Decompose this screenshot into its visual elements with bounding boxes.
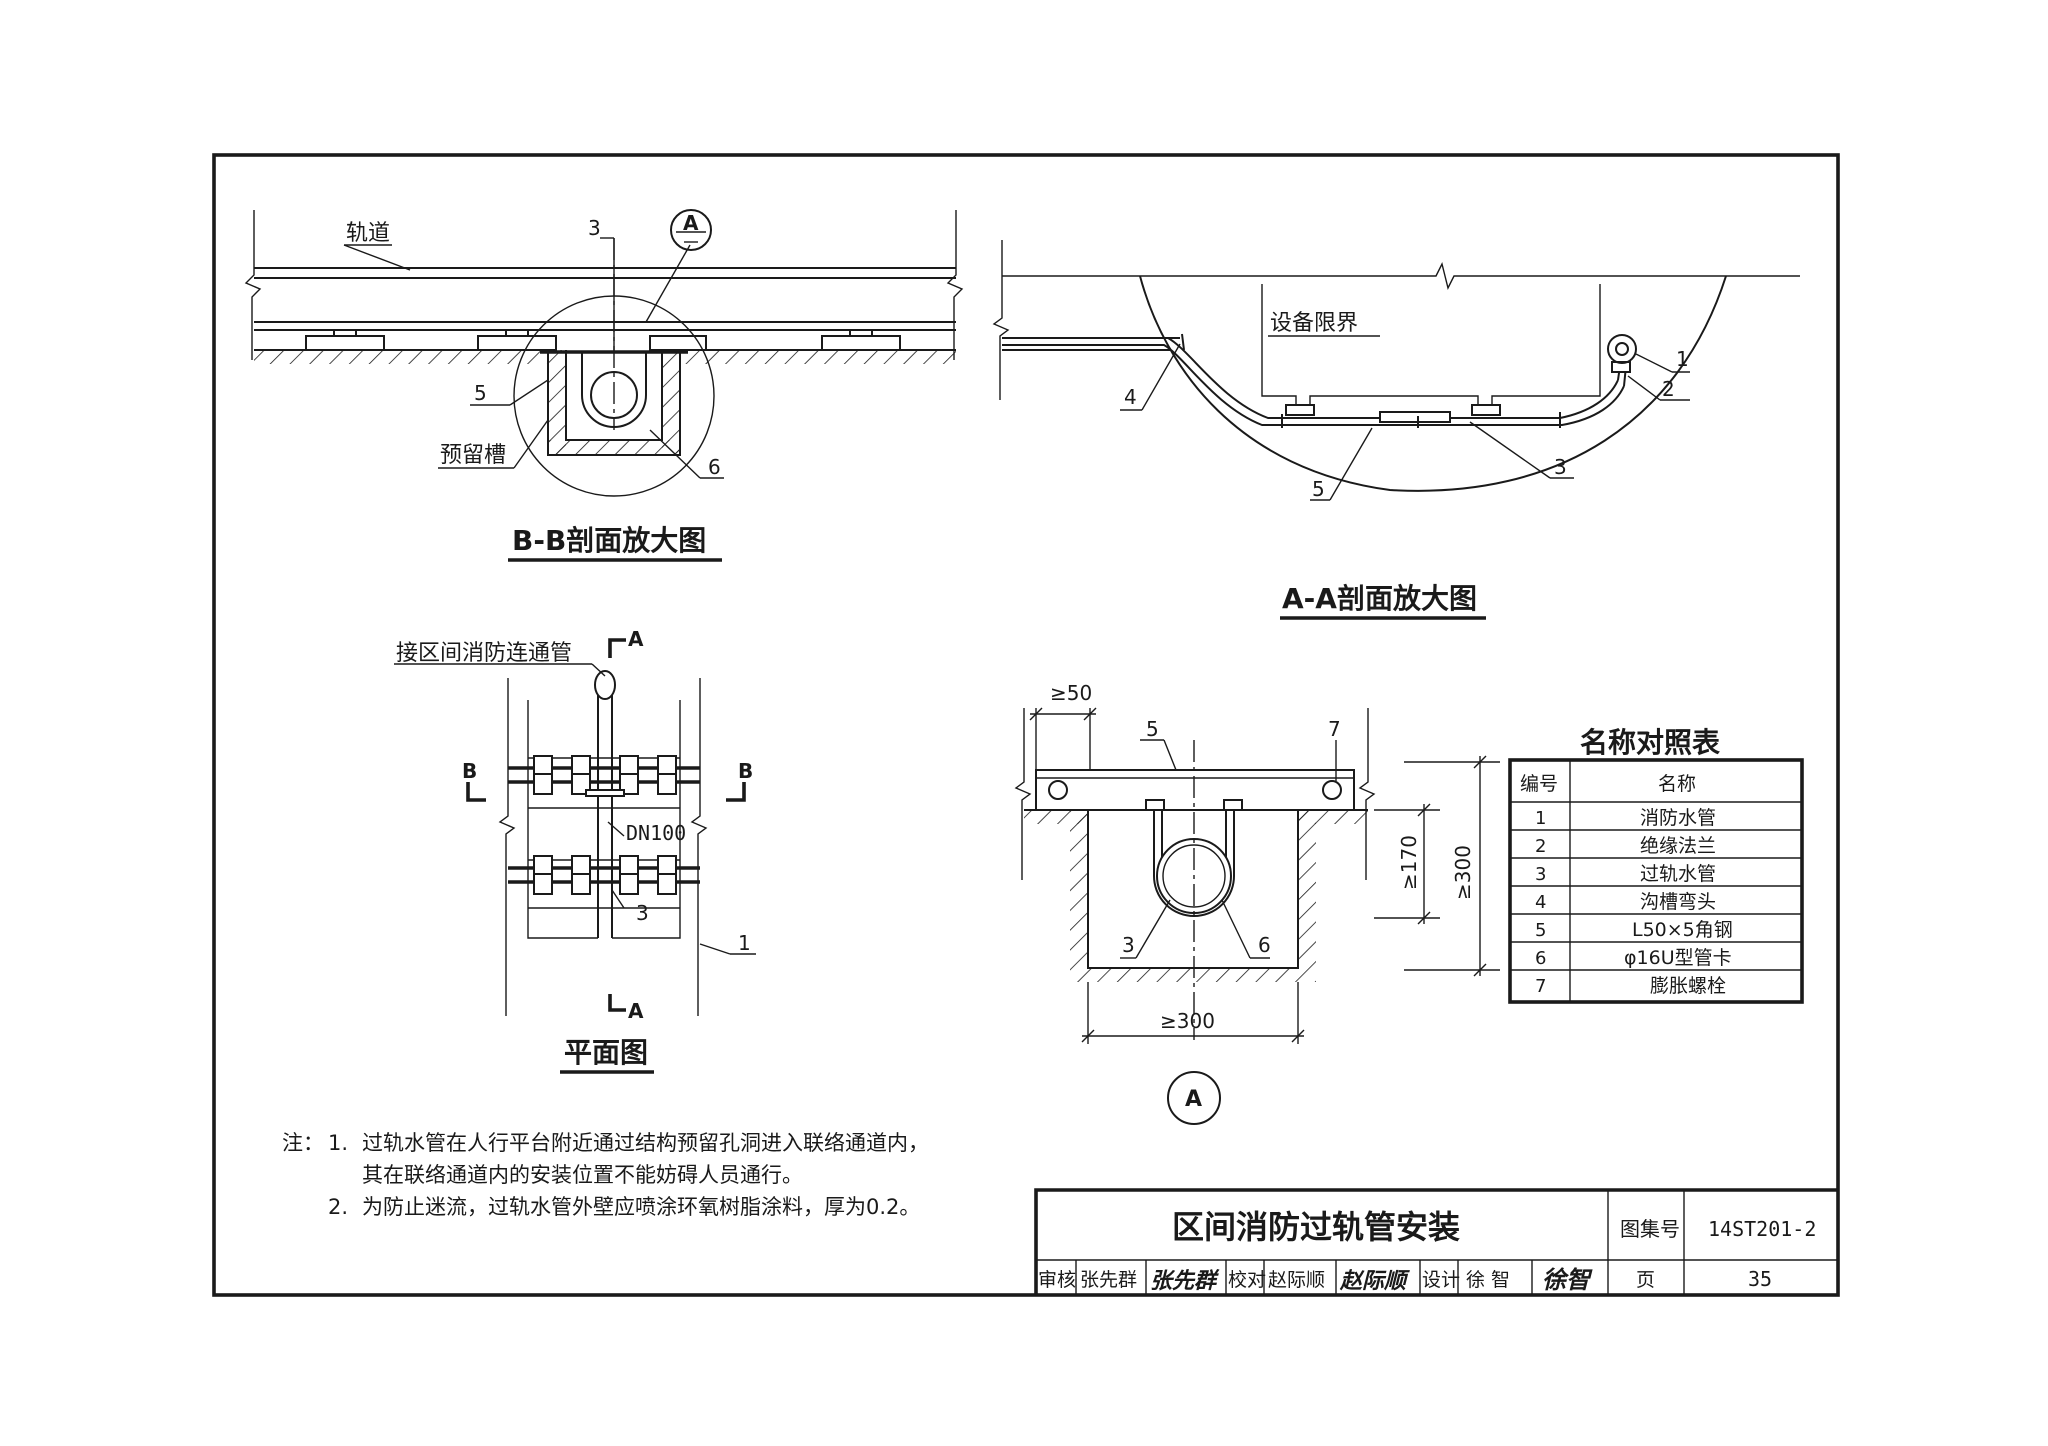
plan-dn-label: DN100 (626, 821, 686, 845)
page-label: 页 (1636, 1269, 1655, 1291)
notes-block: 注： 1. 过轨水管在人行平台附近通过结构预留孔洞进入联络通道内， 其在联络通道… (282, 1131, 929, 1219)
aa-clearance-label: 设备限界 (1270, 311, 1358, 336)
bb-track-label: 轨道 (346, 221, 390, 246)
page-number: 35 (1748, 1267, 1772, 1291)
aa-callout-3: 3 (1554, 455, 1567, 479)
legend-row-1-name: 消防水管 (1640, 807, 1716, 829)
legend-row-4-no: 4 (1535, 892, 1546, 913)
legend-row-2-no: 2 (1535, 836, 1546, 857)
aa-callout-2: 2 (1662, 377, 1675, 401)
plan-cut-b-left: B (462, 759, 477, 783)
legend-header-no: 编号 (1520, 773, 1558, 795)
note-2-number: 2. (328, 1195, 348, 1219)
atlas-label: 图集号 (1620, 1217, 1680, 1241)
bb-section-title: B-B剖面放大图 (512, 524, 706, 557)
detail-a-view: ≥50 ≥300 ≥170 ≥300 5 7 3 6 A (1014, 681, 1500, 1125)
legend-row-3-name: 过轨水管 (1640, 863, 1716, 885)
designer-name: 徐 智 (1466, 1269, 1510, 1291)
legend-title: 名称对照表 (1580, 726, 1720, 759)
detail-a-symbol: A (1185, 1087, 1202, 1112)
notes-prefix: 注： (282, 1131, 324, 1155)
bb-callout-6: 6 (708, 455, 721, 479)
aa-callout-1: 1 (1676, 347, 1689, 371)
aa-section-view: 设备限界 1 2 3 4 5 A-A剖面放大图 (992, 240, 1800, 620)
aa-callout-4: 4 (1124, 385, 1137, 409)
atlas-number: 14ST201-2 (1708, 1217, 1816, 1241)
detail-callout-3: 3 (1122, 933, 1135, 957)
plan-cut-a-top: A (628, 627, 644, 651)
plan-cut-b-right: B (738, 759, 753, 783)
bb-section-view: 轨道 3 A 5 预留槽 6 B-B剖面放大图 (244, 209, 964, 562)
checker-signature: 赵际顺 (1339, 1269, 1410, 1294)
plan-callout-1: 1 (738, 931, 751, 955)
legend-row-7-name: 膨胀螺栓 (1650, 975, 1726, 997)
legend-row-1-no: 1 (1535, 808, 1546, 829)
bb-callout-5: 5 (474, 381, 487, 405)
legend-header-name: 名称 (1658, 773, 1696, 795)
detail-dim-50: ≥50 (1050, 681, 1092, 705)
note-1-line-2: 其在联络通道内的安装位置不能妨碍人员通行。 (362, 1163, 803, 1187)
drawing-frame (212, 153, 1840, 1297)
check-label: 校对 (1228, 1269, 1266, 1291)
note-2-line-1: 为防止迷流，过轨水管外壁应喷涂环氧树脂涂料，厚为0.2。 (362, 1195, 920, 1219)
detail-callout-7: 7 (1328, 717, 1341, 741)
aa-callout-5: 5 (1312, 477, 1325, 501)
plan-cut-a-bottom: A (628, 999, 644, 1023)
detail-dim-170: ≥170 (1397, 835, 1421, 890)
drawing-title: 区间消防过轨管安装 (1172, 1208, 1460, 1246)
plan-title: 平面图 (564, 1036, 648, 1069)
legend-row-3-no: 3 (1535, 864, 1546, 885)
title-block: 区间消防过轨管安装 图集号 14ST201-2 审核 张先群 张先群 校对 赵际… (1034, 1188, 1838, 1295)
detail-dim-300h: ≥300 (1160, 1009, 1215, 1033)
legend-row-5-name: L50×5角钢 (1632, 919, 1733, 941)
legend-row-5-no: 5 (1535, 920, 1546, 941)
legend-row-2-name: 绝缘法兰 (1640, 835, 1716, 857)
note-1-line-1: 过轨水管在人行平台附近通过结构预留孔洞进入联络通道内， (362, 1131, 929, 1155)
detail-dim-300v: ≥300 (1451, 845, 1475, 900)
plan-connect-label: 接区间消防连通管 (396, 641, 572, 666)
design-label: 设计 (1422, 1269, 1460, 1291)
legend-row-6-no: 6 (1535, 948, 1546, 969)
bb-callout-3: 3 (588, 216, 601, 240)
bb-slot-label: 预留槽 (440, 443, 506, 468)
detail-callout-6: 6 (1258, 933, 1271, 957)
legend-table: 名称对照表 编号 名称 1 消防水管 2 绝缘法兰 3 过轨水管 4 沟槽弯头 … (1508, 726, 1804, 1004)
plan-callout-3: 3 (636, 901, 649, 925)
detail-callout-5: 5 (1146, 717, 1159, 741)
note-1-number: 1. (328, 1131, 348, 1155)
legend-row-7-no: 7 (1535, 976, 1546, 997)
legend-row-6-name: φ16U型管卡 (1624, 947, 1732, 969)
aa-section-title: A-A剖面放大图 (1282, 582, 1477, 615)
legend-row-4-name: 沟槽弯头 (1640, 891, 1716, 913)
review-label: 审核 (1038, 1269, 1076, 1291)
reviewer-signature: 张先群 (1150, 1269, 1220, 1294)
plan-view: 接区间消防连通管 A A B B DN100 3 1 平面图 (394, 627, 756, 1074)
bb-detail-symbol: A (683, 211, 699, 235)
reviewer-name: 张先群 (1080, 1269, 1137, 1291)
designer-signature: 徐智 (1542, 1266, 1593, 1294)
checker-name: 赵际顺 (1268, 1269, 1325, 1291)
